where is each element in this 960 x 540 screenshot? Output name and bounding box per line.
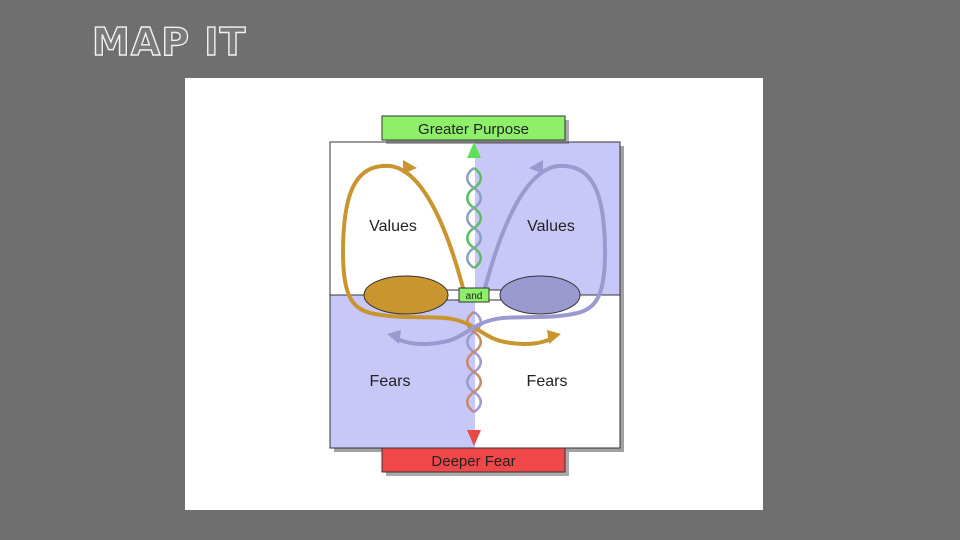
gold-arrow-head-bottom [547, 330, 561, 344]
greater-purpose-label: Greater Purpose [418, 121, 529, 138]
and-tag [458, 287, 490, 303]
lavender-arrow-head-top [529, 160, 543, 174]
label-top-left: Values [369, 218, 417, 235]
downward-arrow-head [467, 430, 481, 446]
label-top-right: Values [527, 218, 575, 235]
greater-purpose-box [381, 115, 566, 141]
deeper-fear-box [381, 447, 566, 473]
gold-arrow-head-top [403, 160, 417, 174]
gold-pole-ellipse [363, 275, 449, 315]
label-bottom-right: Fears [527, 373, 568, 390]
lavender-arrow-head-bottom [387, 330, 401, 344]
lavender-pole-ellipse [499, 275, 581, 315]
label-bottom-left: Fears [370, 373, 411, 390]
diagram-panel: Greater Purpose Deeper Fear [185, 78, 763, 510]
and-label: and [466, 291, 483, 302]
lavender-loop [391, 163, 608, 346]
gold-loop [340, 163, 557, 346]
deeper-fear-label: Deeper Fear [431, 453, 515, 470]
upward-arrow-head [467, 142, 481, 158]
slide-title: MAP IT [91, 19, 247, 64]
polarity-map-diagram: Greater Purpose Deeper Fear [329, 115, 624, 476]
